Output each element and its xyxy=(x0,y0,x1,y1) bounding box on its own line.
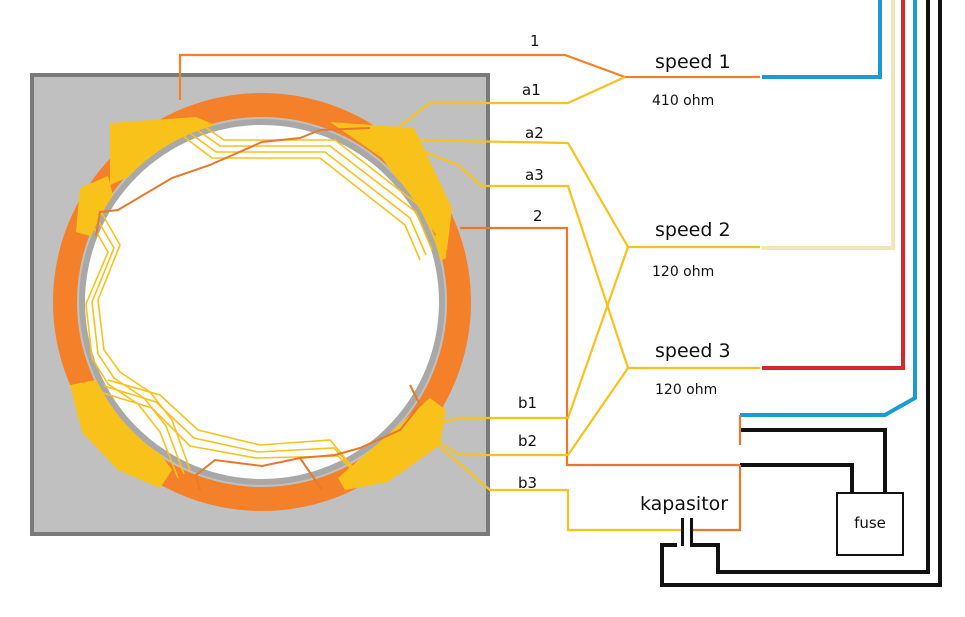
supply-cables xyxy=(660,0,942,587)
fuse-box xyxy=(836,492,904,556)
neutral-cable-black xyxy=(660,0,942,587)
speed3-label: speed 3 xyxy=(655,340,731,362)
capacitor-plate-right xyxy=(690,518,693,546)
capacitor-leads xyxy=(692,415,742,532)
stator-ring xyxy=(53,93,471,511)
lead-wires xyxy=(178,53,760,532)
speed2-resistance: 120 ohm xyxy=(652,264,714,280)
lead-b3-label: b3 xyxy=(518,474,537,492)
pole-bottom-left xyxy=(70,378,172,488)
lead-b3-wire xyxy=(431,439,683,532)
speed1-resistance: 410 ohm xyxy=(652,93,714,109)
rotor-bore xyxy=(85,125,439,479)
fuse-label: fuse xyxy=(854,514,886,532)
lead-a3-wire xyxy=(414,146,630,369)
lead-2-wire xyxy=(460,226,740,467)
capacitor-cable-black xyxy=(690,0,930,574)
speed2-label: speed 2 xyxy=(655,219,731,241)
capacitor-label: kapasitor xyxy=(640,493,728,515)
speed1-cable-blue xyxy=(762,0,882,79)
speed3-resistance: 120 ohm xyxy=(655,382,717,398)
fuse-feed-cable xyxy=(740,428,887,493)
speed2-cable-cream xyxy=(762,0,895,250)
lead-1-wire xyxy=(178,53,626,100)
lead-a1-wire xyxy=(394,75,626,131)
capacitor-plate-left xyxy=(681,518,684,546)
lead-a1-label: a1 xyxy=(522,81,541,99)
lead-a2-wire xyxy=(404,138,629,248)
inner-orange-windings xyxy=(95,127,422,491)
fuse-link-cable xyxy=(740,463,854,493)
lead-b1-label: b1 xyxy=(518,394,537,412)
lead-1-label: 1 xyxy=(530,32,540,50)
pole-top-right xyxy=(330,122,452,250)
lead-b2-wire xyxy=(427,367,629,457)
lead-a2-label: a2 xyxy=(525,124,544,142)
pole-bottom-right xyxy=(338,398,446,490)
lead-2-label: 2 xyxy=(533,207,543,225)
inner-windings xyxy=(85,117,439,483)
lead-a3-label: a3 xyxy=(525,166,544,184)
lead-b2-label: b2 xyxy=(518,432,537,450)
speed3-cable-red xyxy=(762,0,905,370)
capacitor-symbol xyxy=(681,518,693,546)
lead-b1-wire xyxy=(429,246,630,427)
common-cable-blue xyxy=(740,0,917,417)
speed1-label: speed 1 xyxy=(655,51,731,73)
